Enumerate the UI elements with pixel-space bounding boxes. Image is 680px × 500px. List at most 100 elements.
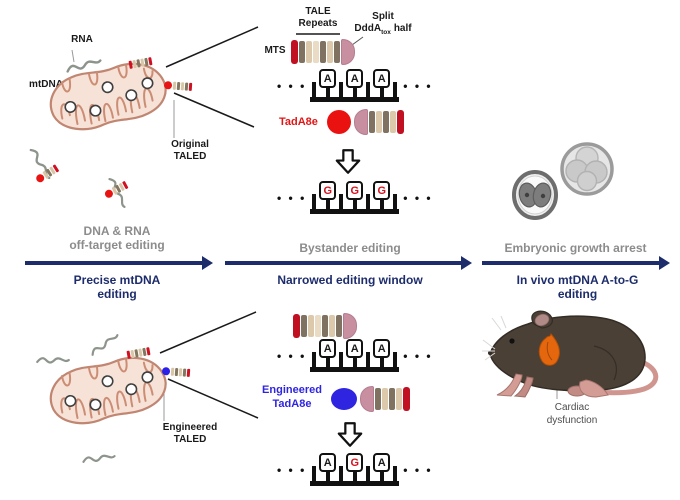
dna-base-unit: A xyxy=(319,339,337,367)
dna-base-unit: A xyxy=(346,339,364,367)
dna-tooth xyxy=(312,194,317,209)
dna-stem xyxy=(325,358,330,367)
dna-tooth xyxy=(312,352,317,367)
taled-construct-diagram xyxy=(291,39,355,65)
taled-stripe xyxy=(186,368,191,377)
dna-strand-bottom-before: • • • A A A • • • xyxy=(277,339,433,372)
engineered-tada8e-construct xyxy=(331,386,410,412)
mtdna-label: mtDNA xyxy=(29,79,63,90)
tale-repeat-bar xyxy=(301,315,307,337)
split-ddda-half-shape xyxy=(354,109,368,135)
original-taled-label-line1: Original xyxy=(171,139,209,150)
zoom-line-top-lower xyxy=(173,92,255,128)
step1-positive-line2: editing xyxy=(97,287,137,302)
dna-stem xyxy=(379,358,384,367)
step3-positive-line2: editing xyxy=(557,287,598,302)
engineered-tada8e-label: Engineered TadA8e xyxy=(252,384,332,412)
taled-stripe xyxy=(174,367,179,377)
tale-repeat-bar xyxy=(329,315,335,337)
engineered-taled-line2: TALED xyxy=(173,434,207,445)
tale-repeat-bar xyxy=(299,41,305,63)
dna-base-unit: A xyxy=(373,453,391,481)
tale-repeat-bar xyxy=(313,41,319,63)
engineered-tada8e-line1: Engineered xyxy=(262,384,322,396)
engineered-tada8e-line2: TadA8e xyxy=(272,397,312,410)
mts-bar xyxy=(293,314,300,338)
step2-arrow xyxy=(225,256,472,269)
mouse-nose xyxy=(488,351,492,355)
dna-tooth xyxy=(339,82,344,97)
heart-icon xyxy=(538,332,560,366)
dna-strand-top-after: • • • G G G • • • xyxy=(277,181,433,214)
block-arrow-down-bottom xyxy=(337,422,363,447)
mouse-front-leg xyxy=(496,373,523,397)
dna-base: G xyxy=(319,181,337,200)
dna-base: A xyxy=(319,339,337,358)
tada8e-dot-blue xyxy=(161,367,171,376)
dna-tooth xyxy=(366,82,371,97)
embryo-2cell xyxy=(512,170,558,220)
ddda-subscript: tox xyxy=(381,29,391,36)
mts-bar xyxy=(291,40,298,64)
dna-base: G xyxy=(373,181,391,200)
dna-ellipsis: • • • xyxy=(277,463,307,477)
mts-label: MTS xyxy=(264,45,286,56)
tale-repeat-bar xyxy=(375,388,381,410)
dna-ellipsis: • • • xyxy=(403,463,433,477)
ddda-half-word: half xyxy=(393,23,412,34)
tale-repeat-bar xyxy=(327,41,333,63)
block-arrow-down-top xyxy=(335,149,361,174)
dna-base: A xyxy=(346,69,364,88)
ddda-name: DddA xyxy=(354,23,382,34)
heart-detail xyxy=(546,341,553,361)
dna-tooth xyxy=(366,466,371,481)
dna-ellipsis: • • • xyxy=(277,191,307,205)
dna-stem xyxy=(325,88,330,97)
dna-base-unit: G xyxy=(373,181,391,209)
taled-construct-diagram-bottom xyxy=(293,313,357,339)
step2-positive-label: Narrowed editing window xyxy=(277,273,423,287)
rna-pointer-line xyxy=(71,49,75,63)
engineered-taled-label: Engineered TALED xyxy=(154,422,226,446)
dna-ellipsis: • • • xyxy=(277,79,307,93)
dna-base: A xyxy=(319,69,337,88)
mts-bar xyxy=(403,387,410,411)
zoom-line-top-upper xyxy=(165,26,259,68)
tale-repeat-bar xyxy=(322,315,328,337)
dna-ellipsis: • • • xyxy=(403,191,433,205)
dna-ellipsis: • • • xyxy=(403,349,433,363)
step3-positive-line1: In vivo mtDNA A-to-G xyxy=(516,273,639,287)
tale-repeat-bar xyxy=(376,111,382,133)
tale-repeat-bar xyxy=(396,388,402,410)
step3-negative-label: Embryonic growth arrest xyxy=(504,241,647,255)
dna-base-unit: A xyxy=(319,69,337,97)
tale-repeat-bar xyxy=(336,315,342,337)
taled-stripe xyxy=(188,82,193,91)
mouse-whiskers xyxy=(482,315,507,361)
dna-base: A xyxy=(319,453,337,472)
taled-stripe xyxy=(180,82,185,91)
cardiac-dysfunction-label: Cardiac dysfunction xyxy=(527,401,617,427)
tale-repeat-bar xyxy=(306,41,312,63)
original-taled-label: Original TALED xyxy=(158,139,222,163)
dna-base: G xyxy=(346,453,364,472)
dna-stem xyxy=(379,472,384,481)
dna-base-unit: A xyxy=(319,453,337,481)
tale-repeat-bar xyxy=(315,315,321,337)
mts-bar xyxy=(397,110,404,134)
cardiac-line1: Cardiac xyxy=(554,402,590,413)
dna-base-unit: G xyxy=(319,181,337,209)
original-taled-label-line2: TALED xyxy=(173,151,207,162)
dna-backbone: A A A xyxy=(310,339,400,372)
dna-ellipsis: • • • xyxy=(277,349,307,363)
dna-backbone: A A A xyxy=(310,69,400,102)
cardiac-line2: dysfunction xyxy=(546,415,598,426)
step3-positive-label: In vivo mtDNA A-to-G editing xyxy=(495,273,660,302)
dna-stem xyxy=(352,200,357,209)
mouse-haunch-line xyxy=(593,345,617,381)
tale-repeat-bar xyxy=(320,41,326,63)
dna-stem xyxy=(352,358,357,367)
